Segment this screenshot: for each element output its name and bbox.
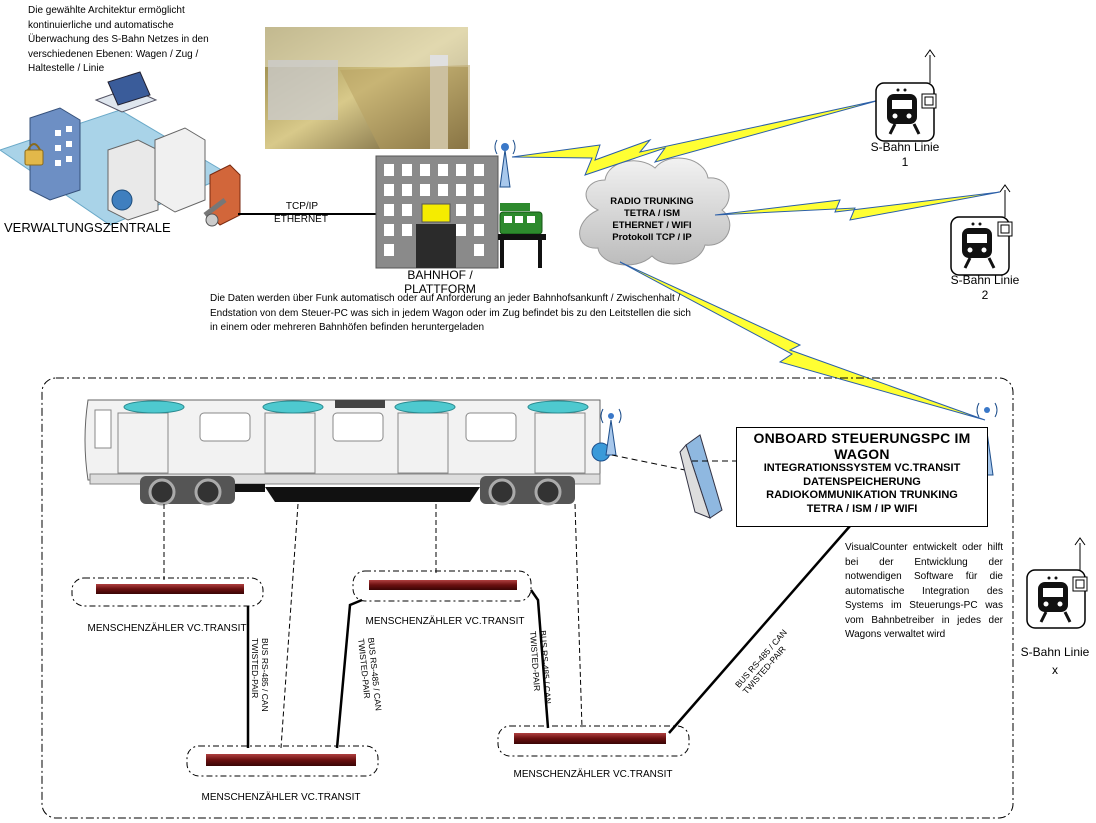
wagon-antenna-icon [591, 408, 622, 462]
wagon-frame [41, 377, 1014, 819]
line-2-device-icon [950, 184, 1013, 276]
download-text: Die Daten werden über Funk automatisch o… [210, 293, 691, 333]
onboard-line-3: RADIOKOMMUNIKATION TRUNKING [766, 489, 958, 501]
line-2-label: S-Bahn Linie 2 [928, 273, 1042, 303]
counter-label-1: MENSCHENZÄHLER VC.TRANSIT [87, 623, 247, 634]
line-1-num: 1 [901, 155, 909, 169]
line-1-name: S-Bahn Linie [870, 140, 940, 154]
cloud-text: RADIO TRUNKING TETRA / ISM ETHERNET / WI… [596, 196, 708, 244]
station-photo [265, 27, 470, 149]
onboard-line-4: TETRA / ISM / IP WIFI [806, 502, 918, 515]
onboard-line-1: INTEGRATIONSSYSTEM VC.TRANSIT [763, 462, 961, 474]
line-x-name: S-Bahn Linie [1020, 645, 1090, 659]
line-1-device-icon [875, 49, 937, 142]
visualcounter-text: VisualCounter entwickelt oder hilft bei … [845, 542, 1003, 640]
admin-center-illustration [0, 71, 241, 227]
counter-sensors [71, 570, 690, 777]
onboard-line-2: DATENSPEICHERUNG [803, 475, 921, 488]
cloud-line-4: Protokoll TCP / IP [612, 232, 692, 243]
line-x-num: x [1052, 663, 1058, 677]
bus-label-1-b: TWISTED-PAIR [250, 638, 260, 699]
onboard-title: ONBOARD STEUERUNGSPC IM WAGON [753, 430, 971, 462]
tablet-icon [679, 434, 736, 519]
line-2-num: 2 [981, 288, 989, 302]
link-label-ethernet: ETHERNET [274, 214, 328, 225]
bus-label-1: BUS RS-485 / CAN TWISTED-PAIR [250, 638, 270, 712]
counter-label-4: MENSCHENZÄHLER VC.TRANSIT [513, 769, 673, 780]
onboard-pc-box: ONBOARD STEUERUNGSPC IM WAGON INTEGRATIO… [736, 427, 988, 527]
admin-label: VERWALTUNGSZENTRALE [4, 220, 171, 235]
station-label: BAHNHOF / PLATTFORM [404, 268, 476, 296]
cloud-line-2: TETRA / ISM [623, 208, 681, 219]
counter-label-3: MENSCHENZÄHLER VC.TRANSIT [201, 792, 361, 803]
cloud-line-3: ETHERNET / WIFI [612, 220, 692, 231]
line-2-name: S-Bahn Linie [950, 273, 1020, 287]
bus-label-1-a: BUS RS-485 / CAN [260, 638, 270, 712]
link-label-tcp: TCP/IP [285, 201, 319, 212]
station-antenna-icon [494, 139, 516, 188]
counter-label-2: MENSCHENZÄHLER VC.TRANSIT [365, 616, 525, 627]
line-1-label: S-Bahn Linie 1 [848, 140, 962, 170]
line-x-device-icon [1026, 537, 1088, 629]
cloud-line-1: RADIO TRUNKING [610, 196, 694, 207]
line-x-label: S-Bahn Linie x [998, 643, 1096, 679]
intro-text: Die gewählte Architektur ermöglicht kont… [28, 5, 209, 74]
station-building [375, 155, 546, 269]
wagon-illustration [84, 399, 601, 506]
